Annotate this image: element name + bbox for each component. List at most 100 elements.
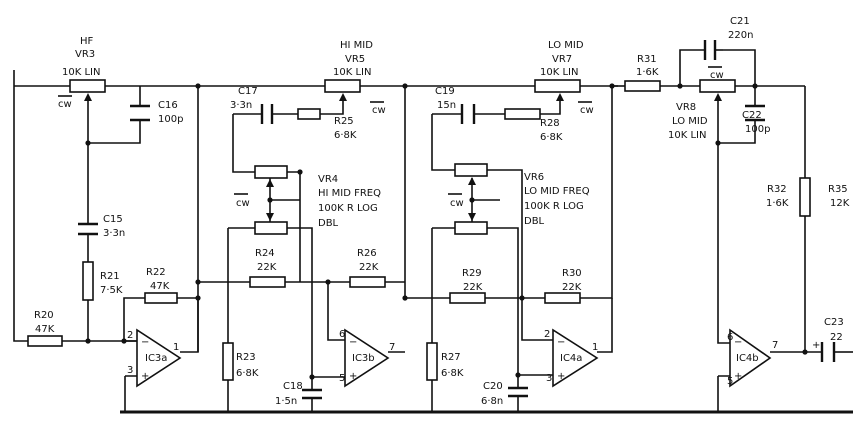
svg-text:VR4: VR4 [318, 174, 338, 185]
svg-text:IC4b: IC4b [736, 353, 759, 364]
c20-capacitor [508, 370, 528, 405]
hf-label: HF [80, 36, 94, 47]
svg-text:LO MID FREQ: LO MID FREQ [524, 186, 590, 197]
svg-text:C15: C15 [103, 214, 123, 225]
vr6-pot-upper [454, 163, 488, 177]
c21-capacitor [703, 40, 723, 60]
svg-text:R29: R29 [462, 268, 482, 279]
svg-text:22K: 22K [359, 262, 379, 273]
r24-resistor [249, 276, 286, 288]
svg-text:6·8K: 6·8K [334, 130, 357, 141]
svg-text:C19: C19 [435, 86, 455, 97]
vr3-wiper-arrow [84, 93, 92, 101]
svg-text:cw: cw [58, 99, 72, 110]
svg-text:R22: R22 [146, 267, 166, 278]
r28-resistor [504, 108, 541, 120]
vr6-wiper-arrow-down [468, 213, 476, 221]
r25-resistor [297, 108, 321, 120]
svg-text:−: − [141, 337, 149, 348]
svg-text:DBL: DBL [524, 216, 545, 227]
svg-text:LO MID: LO MID [672, 116, 708, 127]
r27-resistor [426, 342, 438, 381]
vr4-wiper-arrow-down [266, 213, 274, 221]
ic4a-opamp: −+ IC4a 2 3 1 [544, 328, 599, 388]
svg-text:VR5: VR5 [345, 54, 365, 65]
svg-text:3·3n: 3·3n [103, 228, 125, 239]
r29-resistor [449, 292, 486, 304]
vr3-pot [69, 79, 106, 93]
capacitors [78, 40, 838, 406]
svg-text:3: 3 [546, 373, 552, 384]
svg-text:R24: R24 [255, 248, 275, 259]
svg-text:C21: C21 [730, 16, 750, 27]
svg-text:−: − [557, 337, 565, 348]
svg-text:cw: cw [236, 198, 250, 209]
vr4-wiper-arrow-up [266, 179, 274, 187]
svg-text:1: 1 [592, 342, 598, 353]
svg-text:1·6K: 1·6K [636, 67, 659, 78]
svg-text:IC3b: IC3b [352, 353, 375, 364]
svg-text:1: 1 [173, 342, 179, 353]
r26-resistor [349, 276, 386, 288]
svg-text:1·5n: 1·5n [275, 396, 297, 407]
vr4-pot-lower [254, 221, 288, 235]
vr8-pot [699, 79, 736, 93]
svg-text:6·8K: 6·8K [236, 368, 259, 379]
svg-text:R28: R28 [540, 118, 560, 129]
svg-text:R25: R25 [334, 116, 354, 127]
svg-text:C18: C18 [283, 381, 303, 392]
r30-resistor [544, 292, 581, 304]
svg-text:C23: C23 [824, 317, 844, 328]
ic3b-opamp: −+ IC3b 6 5 7 [339, 328, 395, 388]
svg-text:C20: C20 [483, 381, 503, 392]
svg-text:IC4a: IC4a [560, 353, 582, 364]
svg-text:10K LIN: 10K LIN [540, 67, 578, 78]
cw-markers: cw cw cw cw cw cw [58, 66, 724, 209]
vr5-wiper-arrow [339, 93, 347, 101]
svg-text:R30: R30 [562, 268, 582, 279]
svg-text:R21: R21 [100, 271, 120, 282]
svg-text:100p: 100p [158, 114, 183, 125]
svg-text:R32: R32 [767, 184, 787, 195]
svg-text:HI MID: HI MID [340, 40, 373, 51]
svg-text:−: − [734, 337, 742, 348]
svg-text:100K R LOG: 100K R LOG [318, 203, 378, 214]
c22-capacitor [745, 104, 765, 122]
svg-text:R27: R27 [441, 352, 461, 363]
svg-text:6: 6 [727, 332, 733, 343]
resistors [27, 80, 811, 381]
svg-text:−: − [349, 337, 357, 348]
c16-capacitor [130, 104, 150, 122]
svg-text:+: + [734, 371, 742, 382]
svg-text:22K: 22K [257, 262, 277, 273]
vr6-pot-lower [454, 221, 488, 235]
svg-text:47K: 47K [35, 324, 55, 335]
svg-text:R26: R26 [357, 248, 377, 259]
svg-text:6: 6 [339, 329, 345, 340]
junction-dots [85, 83, 808, 380]
svg-text:7: 7 [389, 342, 395, 353]
r21-resistor [82, 261, 94, 301]
svg-text:6·8n: 6·8n [481, 396, 503, 407]
vr6-wiper-arrow-up [468, 177, 476, 185]
svg-text:C17: C17 [238, 86, 258, 97]
svg-text:C16: C16 [158, 100, 178, 111]
vr5-pot [324, 79, 361, 93]
svg-text:100p: 100p [745, 124, 770, 135]
svg-text:6·8K: 6·8K [441, 368, 464, 379]
svg-text:+: + [349, 371, 357, 382]
svg-text:10K LIN: 10K LIN [62, 67, 100, 78]
svg-text:15n: 15n [437, 100, 456, 111]
svg-text:cw: cw [450, 198, 464, 209]
r22-resistor [144, 292, 178, 304]
c18-capacitor [302, 372, 322, 406]
svg-text:IC3a: IC3a [145, 353, 167, 364]
svg-text:6·8K: 6·8K [540, 132, 563, 143]
svg-text:R23: R23 [236, 352, 256, 363]
svg-text:cw: cw [372, 105, 386, 116]
c15-capacitor [78, 202, 98, 246]
c19-capacitor [460, 104, 476, 124]
svg-text:10K LIN: 10K LIN [333, 67, 371, 78]
svg-text:+: + [812, 340, 820, 351]
